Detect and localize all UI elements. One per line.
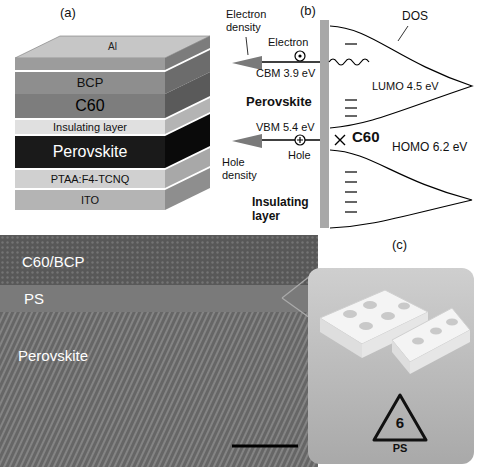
dos-dash	[345, 43, 357, 44]
leader-line	[246, 37, 248, 55]
photo-background	[308, 268, 474, 464]
device-layer: C60	[15, 94, 165, 118]
foam-block-side	[392, 340, 410, 374]
layer-name: Al	[108, 41, 117, 53]
energy-diagram	[232, 20, 472, 228]
device-layer: ITO	[15, 190, 165, 210]
annotation-label: CBM 3.9 eV	[256, 67, 315, 80]
annotation-label: HOMO 6.2 eV	[392, 141, 467, 155]
dimple	[398, 303, 410, 310]
region-label: Insulating layer	[252, 196, 318, 224]
annotation-label: VBM 5.4 eV	[256, 121, 315, 134]
region-label: Perovskite	[246, 95, 312, 110]
layer-name: ITO	[81, 194, 99, 207]
panel-text: C60/BCP	[22, 253, 85, 270]
foam-dimples	[412, 319, 458, 345]
dos-dash	[345, 99, 357, 100]
annotation-label: (a)	[60, 6, 76, 21]
panel-text: Perovskite	[18, 347, 88, 364]
c60-bcp-region	[0, 235, 318, 285]
annotation-label: Electron	[268, 36, 308, 49]
tem-image	[0, 235, 318, 467]
tem-image-panel: C60/BCP PS Perovskite	[0, 235, 318, 467]
leader-line	[282, 276, 310, 298]
dos-dash	[345, 171, 357, 172]
insulating-bar	[320, 20, 329, 228]
dimple	[363, 301, 377, 309]
dimple	[343, 310, 357, 318]
dos-dash	[345, 107, 357, 108]
layer-name: BCP	[77, 76, 104, 91]
layer-name: PTAA:F4-TCNQ	[51, 173, 130, 186]
annotation-label: Hole	[288, 149, 311, 162]
layer-label: Al	[60, 36, 165, 58]
panel-text: PS	[368, 442, 432, 455]
dimple	[412, 338, 424, 345]
dimple	[430, 328, 442, 335]
foam-block-side	[410, 330, 470, 374]
al-front-face	[15, 58, 165, 70]
annotation-label: Hole density	[222, 156, 272, 181]
ps-band	[0, 285, 318, 312]
dos-dash	[345, 115, 357, 116]
layer-name: C60	[75, 97, 104, 115]
recycle-symbol: 6PS	[368, 392, 432, 460]
dos-dash	[345, 181, 357, 182]
ps-photo	[308, 268, 474, 464]
device-layer: Insulating layer	[15, 120, 165, 134]
dimple	[381, 312, 395, 320]
dos-dash	[345, 201, 357, 202]
leader-line	[282, 298, 310, 318]
cbm-level	[262, 61, 320, 63]
electron-symbol	[295, 51, 305, 61]
device-layer: BCP	[15, 72, 165, 94]
scale-bar	[232, 445, 298, 448]
annotation-label: (b)	[300, 4, 316, 19]
layer-name: Perovskite	[53, 143, 128, 161]
device-layer: Perovskite	[15, 136, 165, 168]
hole-density-shape	[232, 134, 262, 148]
ito-side-face	[165, 168, 210, 210]
device-stack	[15, 36, 210, 210]
annotation-label: (c)	[392, 238, 407, 253]
hole-symbol	[295, 135, 305, 145]
layer-name: Insulating layer	[53, 121, 127, 134]
blocked-cross	[335, 135, 345, 145]
electron-dot	[298, 54, 301, 57]
panel-text: PS	[24, 290, 44, 307]
annotation-label: LUMO 4.5 eV	[372, 80, 439, 93]
lumo-dos-curve	[330, 26, 472, 128]
dimple	[446, 319, 458, 326]
annotation-label: DOS	[402, 10, 428, 24]
perovskite-lattice	[0, 235, 318, 467]
leader-line	[398, 26, 408, 41]
homo-dos-curve	[330, 150, 472, 228]
dimple	[359, 322, 373, 330]
vbm-level	[262, 139, 320, 141]
foam-block-side	[320, 318, 362, 358]
region-label: C60	[352, 128, 380, 145]
tunneling-wave	[329, 59, 369, 65]
annotation-label: Electron density	[226, 8, 284, 33]
device-layer: PTAA:F4-TCNQ	[15, 170, 165, 188]
panel-text: 6	[368, 414, 432, 431]
dos-dash	[345, 211, 357, 212]
dos-dash	[345, 191, 357, 192]
hole-plus	[297, 137, 303, 143]
foam-dimples	[343, 301, 410, 330]
